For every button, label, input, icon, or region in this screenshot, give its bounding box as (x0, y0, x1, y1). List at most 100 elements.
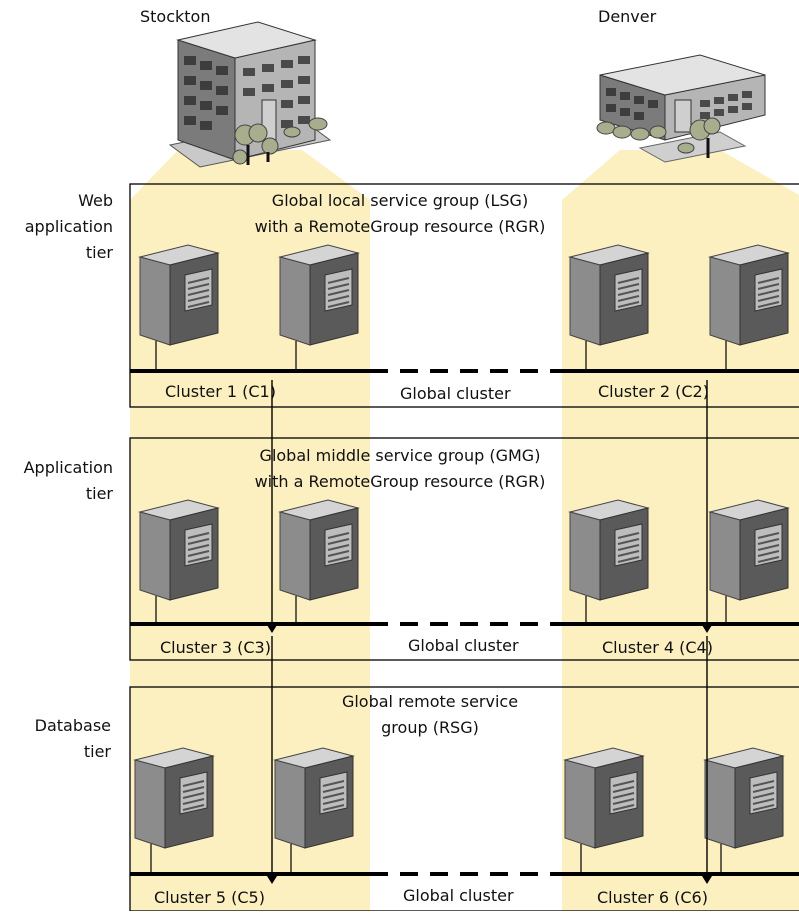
server-vent-slot (617, 289, 640, 296)
service-group-title-line: with a RemoteGroup resource (RGR) (254, 472, 546, 491)
server-icon (708, 499, 790, 601)
server-vent-slot (752, 798, 775, 805)
server-vent-slot (612, 804, 635, 811)
denver-site-label: Denver (598, 7, 657, 26)
server-vent-slot (327, 301, 350, 308)
server-vent-slot (612, 792, 635, 799)
server-vent-slot (757, 301, 780, 308)
tier-label-database: Database tier (0, 713, 111, 765)
server-vent-slot (187, 283, 210, 290)
tier-label-line: Application (23, 458, 113, 477)
server-vent-slot (187, 532, 210, 539)
server-icon (138, 244, 220, 346)
server-vent-slot (617, 283, 640, 290)
server-vent-slot (322, 780, 345, 787)
cluster-label-c2: Cluster 2 (C2) (598, 382, 709, 401)
server-vent-slot (757, 295, 780, 302)
tier-box (129, 183, 799, 408)
server-vent-slot (182, 804, 205, 811)
server-vent-slot (612, 780, 635, 787)
server-vent-slot (617, 538, 640, 545)
global-cluster-label: Global cluster (403, 886, 514, 905)
tier-label-line: Database (34, 716, 111, 735)
cluster-label-c5: Cluster 5 (C5) (154, 888, 265, 907)
server-vent-slot (322, 804, 345, 811)
server-vent-slot (617, 556, 640, 563)
service-group-title-line: with a RemoteGroup resource (RGR) (254, 217, 546, 236)
service-group-title-gmg: Global middle service group (GMG) with a… (250, 443, 550, 495)
tier-label-line: application (24, 217, 113, 236)
cluster-label-c6: Cluster 6 (C6) (597, 888, 708, 907)
dependency-arrowhead (267, 876, 277, 884)
server-vent-slot (757, 550, 780, 557)
server-vent-slot (617, 295, 640, 302)
server-vent-slot (327, 277, 350, 284)
global-cluster-label: Global cluster (408, 636, 519, 655)
tier-label-line: tier (83, 742, 111, 761)
server-vent-slot (182, 780, 205, 787)
server-vent-slot (612, 798, 635, 805)
server-side (274, 759, 306, 849)
server-icon (568, 499, 650, 601)
server-side (569, 256, 601, 346)
service-group-title-line: group (RSG) (381, 718, 479, 737)
server-side (279, 256, 311, 346)
service-group-title-line: Global local service group (LSG) (271, 191, 529, 210)
server-vent-slot (327, 556, 350, 563)
cluster-label-c1: Cluster 1 (C1) (165, 382, 276, 401)
server-vent-slot (752, 780, 775, 787)
stockton-site-label: Stockton (140, 7, 211, 26)
service-group-title-rsg: Global remote service group (RSG) (330, 689, 530, 741)
server-vent-slot (757, 544, 780, 551)
server-icon (703, 747, 785, 849)
server-vent-slot (187, 277, 210, 284)
server-icon (133, 747, 215, 849)
tier-box (129, 437, 799, 661)
server-vent-slot (617, 550, 640, 557)
tier-label-application: Application tier (0, 455, 113, 507)
server-vent-slot (617, 301, 640, 308)
server-vent-slot (187, 301, 210, 308)
server-vent-slot (327, 283, 350, 290)
dependency-arrowhead (702, 876, 712, 884)
cluster-label-c3: Cluster 3 (C3) (160, 638, 271, 657)
server-icon (138, 499, 220, 601)
server-vent-slot (757, 277, 780, 284)
server-vent-slot (757, 538, 780, 545)
server-side (134, 759, 166, 849)
server-vent-slot (752, 786, 775, 793)
stockton-building-icon (168, 21, 332, 168)
dependency-arrowhead (267, 625, 277, 633)
server-vent-slot (327, 544, 350, 551)
server-vent-slot (187, 550, 210, 557)
server-icon (273, 747, 355, 849)
server-vent-slot (187, 556, 210, 563)
server-vent-slot (327, 538, 350, 545)
server-side (139, 256, 171, 346)
server-icon (708, 244, 790, 346)
server-side (569, 511, 601, 601)
server-side (279, 511, 311, 601)
server-vent-slot (757, 556, 780, 563)
server-vent-slot (327, 532, 350, 539)
server-icon (278, 499, 360, 601)
server-vent-slot (757, 289, 780, 296)
server-vent-slot (187, 544, 210, 551)
server-side (564, 759, 596, 849)
server-side (709, 256, 741, 346)
dependency-arrowhead (702, 625, 712, 633)
server-vent-slot (187, 295, 210, 302)
server-vent-slot (322, 786, 345, 793)
server-vent-slot (752, 792, 775, 799)
tier-label-web: Web application tier (20, 188, 113, 266)
denver-building-icon (596, 54, 766, 163)
tier-label-line: Web (78, 191, 113, 210)
server-vent-slot (327, 550, 350, 557)
service-group-title-line: Global remote service (341, 692, 519, 711)
server-vent-slot (322, 792, 345, 799)
cluster-label-c4: Cluster 4 (C4) (602, 638, 713, 657)
tier-label-line: tier (85, 484, 113, 503)
server-side (139, 511, 171, 601)
service-group-title-lsg: Global local service group (LSG) with a … (250, 188, 550, 240)
